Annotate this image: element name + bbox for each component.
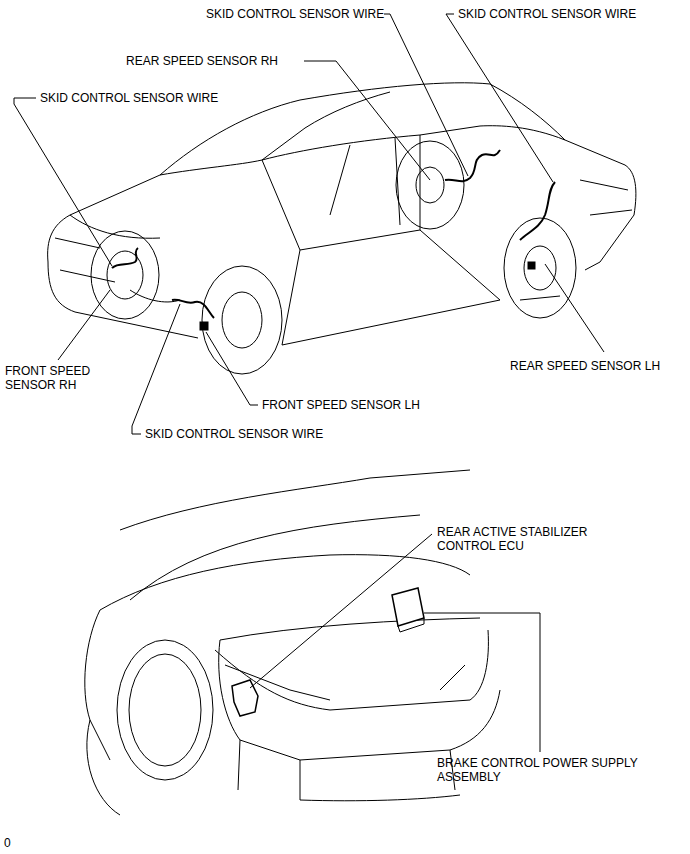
part-label: SKID CONTROL SENSOR WIRE xyxy=(458,7,636,21)
part-label: 0 xyxy=(4,836,11,850)
sedan-top-view xyxy=(48,83,636,374)
part-label: FRONT SPEED SENSOR LH xyxy=(262,398,420,412)
part-label: SKID CONTROL SENSOR WIRE xyxy=(145,427,323,441)
part-label: REAR SPEED SENSOR RH xyxy=(126,54,278,68)
leader-lines xyxy=(14,14,604,752)
part-label: REAR ACTIVE STABILIZER CONTROL ECU xyxy=(437,525,622,553)
part-label: REAR SPEED SENSOR LH xyxy=(510,359,660,373)
part-label: SKID CONTROL SENSOR WIRE xyxy=(40,91,218,105)
part-label: BRAKE CONTROL POWER SUPPLY ASSEMBLY xyxy=(437,756,669,784)
part-label: FRONT SPEED SENSOR RH xyxy=(5,364,101,392)
part-label: SKID CONTROL SENSOR WIRE xyxy=(206,7,384,21)
